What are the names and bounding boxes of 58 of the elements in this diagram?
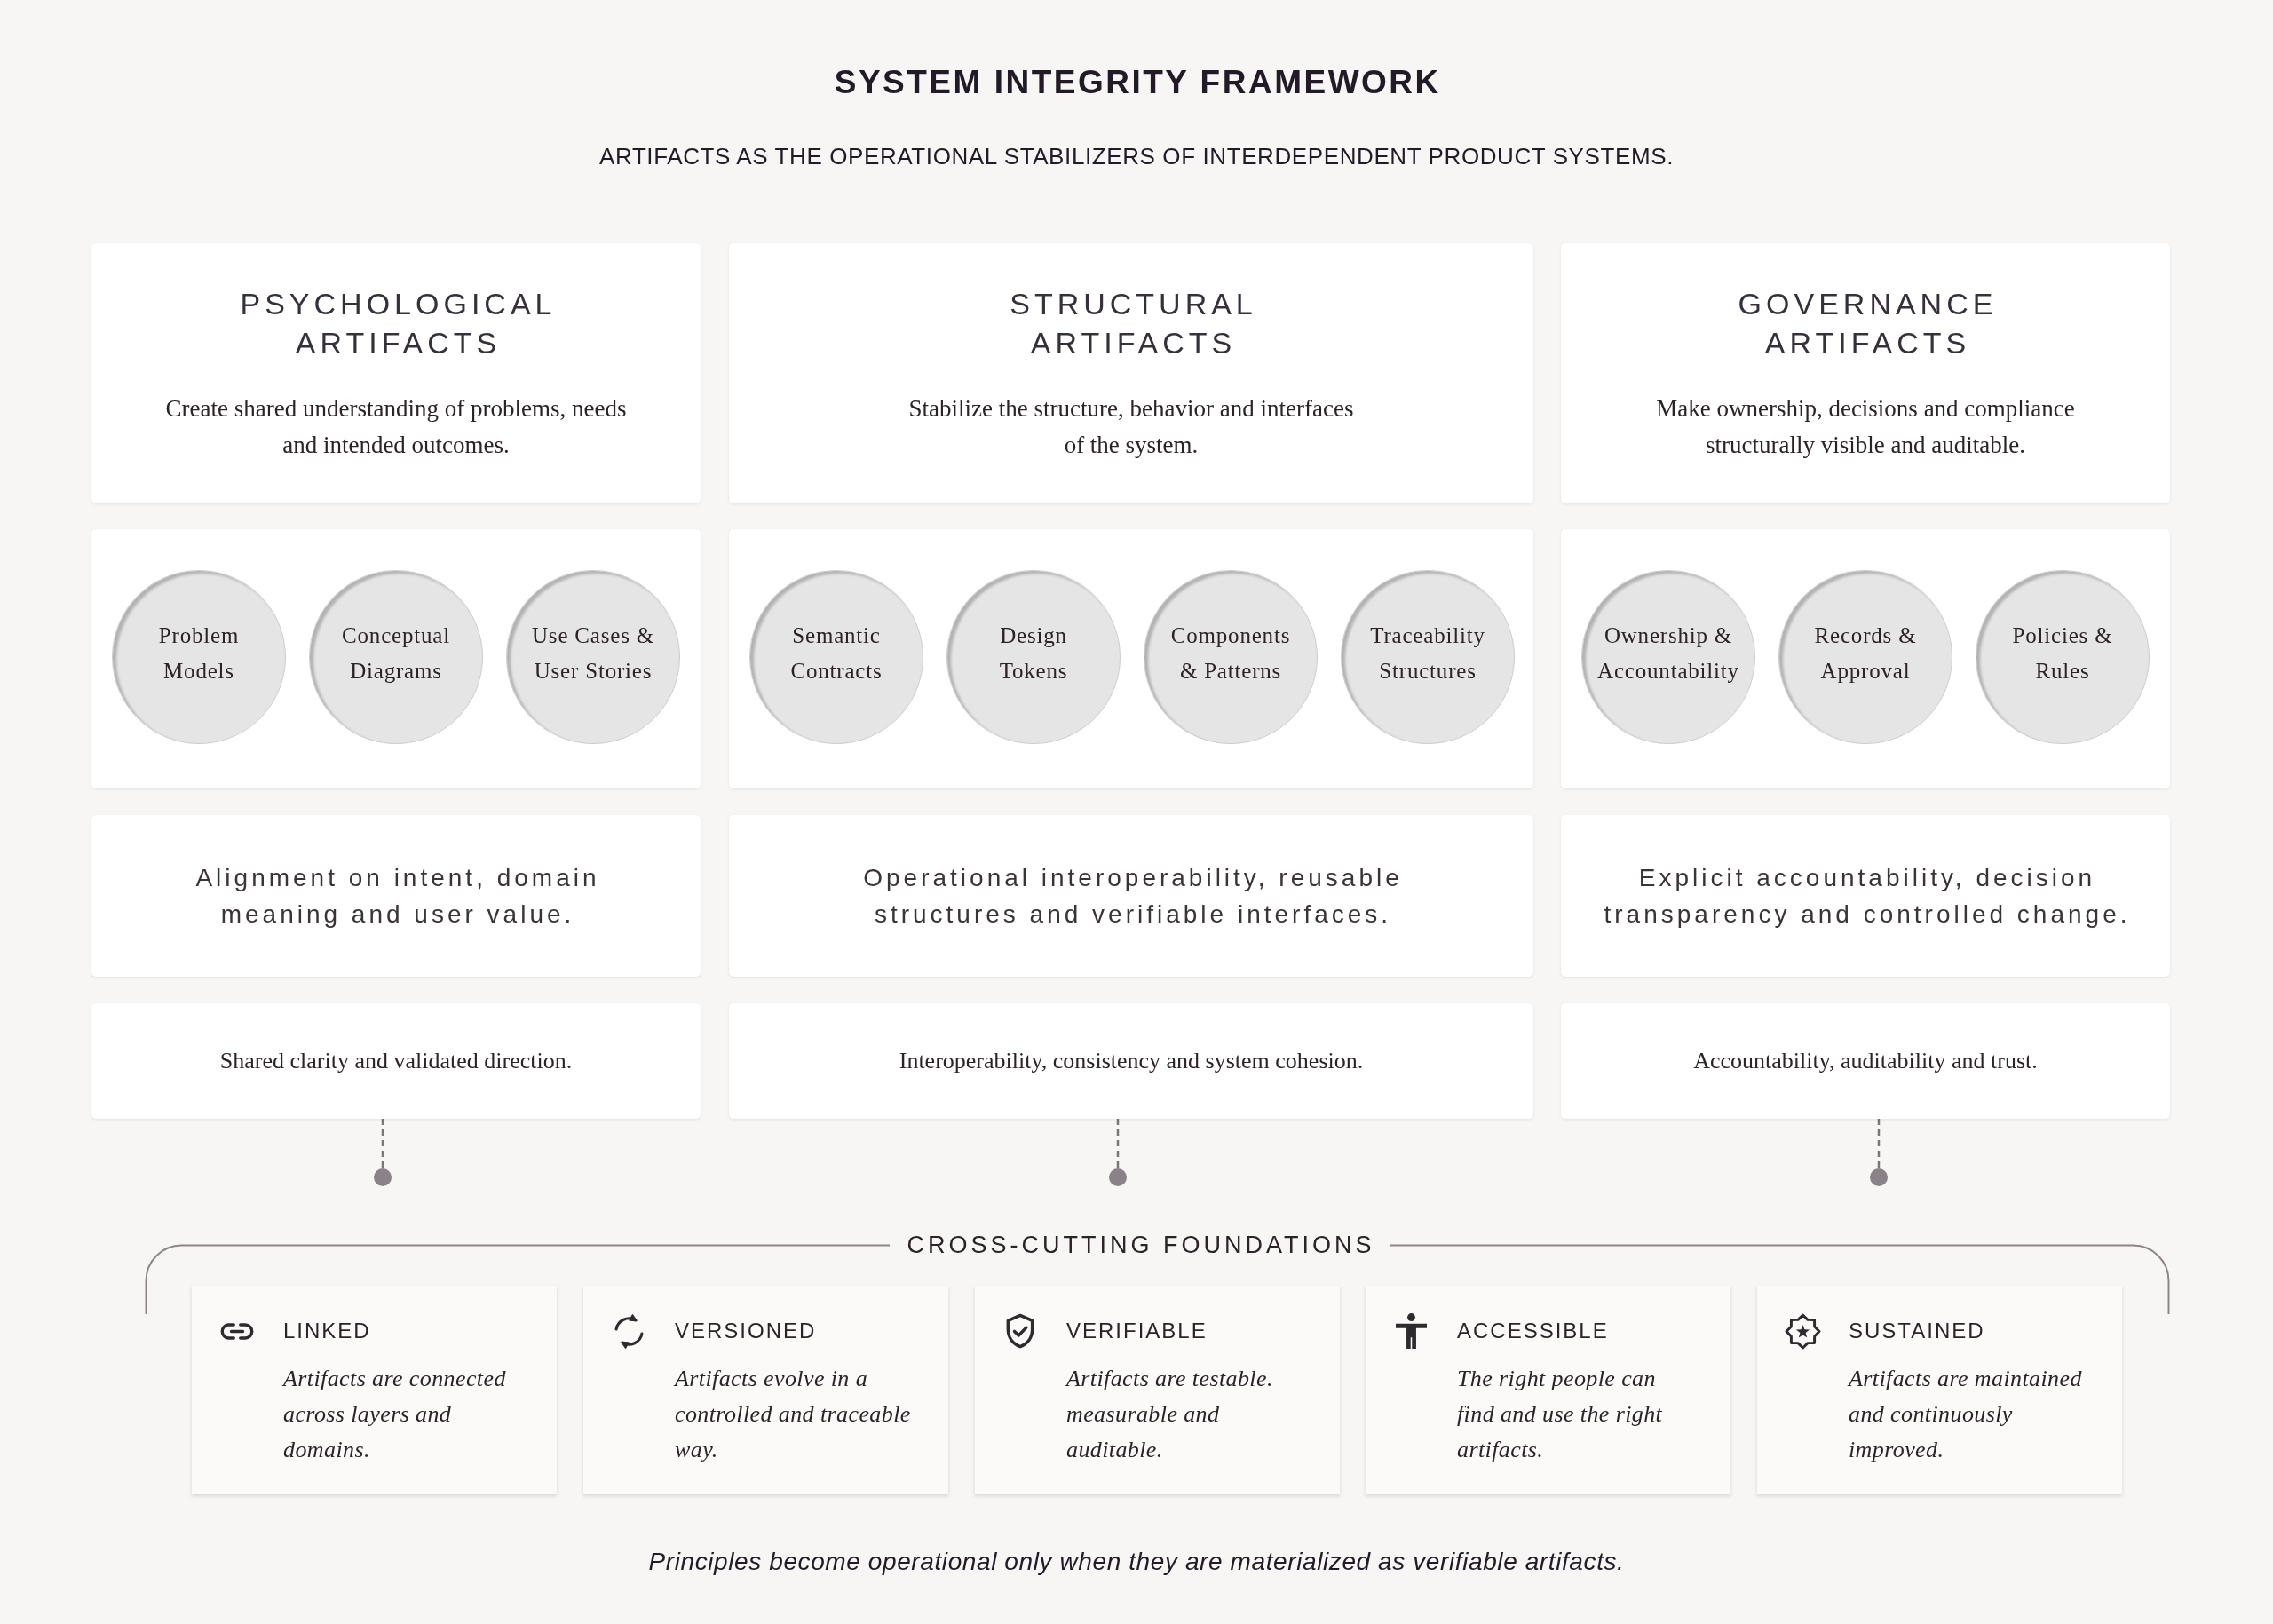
foundation-card xyxy=(975,1286,1340,1494)
artifact-name: Conceptual Diagrams xyxy=(341,622,451,685)
result-card xyxy=(91,1003,701,1119)
category-card xyxy=(91,243,701,503)
category-description: Create shared understanding of problems, needs and intended outcomes. xyxy=(165,393,627,460)
outcome-statement: Operational interoperability, reusable structures and verifiable interfaces. xyxy=(862,863,1404,930)
foundation-description: The right people can find and use the right artifacts. xyxy=(1457,1365,1664,1464)
foundation-description: Artifacts are testable. measurable and auditable. xyxy=(1066,1365,1274,1464)
category-card xyxy=(729,243,1533,503)
category-description: Make ownership, decisions and compliance structurally visible and auditable. xyxy=(1655,393,2076,460)
foundation-heading: LINKED xyxy=(283,1318,371,1344)
artifact-name: Ownership & Accountability xyxy=(1596,622,1740,685)
foundation-description: Artifacts are maintained and continuously improved. xyxy=(1849,1365,2083,1464)
outcome-card xyxy=(1561,815,2170,977)
outcome-card xyxy=(729,815,1533,977)
dashed-connector xyxy=(381,1119,384,1168)
result-statement: Interoperability, consistency and system cohesion. xyxy=(899,1047,1364,1075)
category-description: Stabilize the structure, behavior and interfaces of the system. xyxy=(908,393,1354,460)
foundation-card xyxy=(192,1286,557,1494)
dashed-connector xyxy=(1116,1119,1120,1168)
category-heading: GOVERNANCE ARTIFACTS xyxy=(1737,285,1998,361)
foundation-description: Artifacts evolve in a controlled and traceable way. xyxy=(675,1365,912,1464)
foundation-heading: VERIFIABLE xyxy=(1066,1318,1208,1344)
artifact-name: Problem Models xyxy=(158,622,240,685)
foundation-card xyxy=(1757,1286,2122,1494)
diagram-title: SYSTEM INTEGRITY FRAMEWORK xyxy=(833,63,1441,102)
outcome-statement: Alignment on intent, domain meaning and user value. xyxy=(194,863,601,930)
artifact-name: Semantic Contracts xyxy=(789,622,883,685)
foundation-card xyxy=(583,1286,948,1494)
category-heading: PSYCHOLOGICAL ARTIFACTS xyxy=(239,285,557,361)
artifact-name: Use Cases & User Stories xyxy=(531,622,655,685)
foundation-heading: ACCESSIBLE xyxy=(1457,1318,1609,1344)
outcome-statement: Explicit accountability, decision transparency and controlled change. xyxy=(1603,863,2131,930)
category-heading: STRUCTURAL ARTIFACTS xyxy=(1009,285,1258,361)
diagram-subtitle: ARTIFACTS AS THE OPERATIONAL STABILIZERS OF INTERDEPENDENT PRODUCT SYSTEMS. xyxy=(599,142,1674,171)
artifact-name: Design Tokens xyxy=(999,622,1068,685)
artifact-name: Policies & Rules xyxy=(2012,622,2113,685)
result-statement: Accountability, auditability and trust. xyxy=(1692,1047,2039,1075)
dot-icon xyxy=(1870,1168,1888,1186)
dot-icon xyxy=(374,1168,392,1186)
result-card xyxy=(729,1003,1533,1119)
dashed-connector xyxy=(1877,1119,1881,1168)
artifact-name: Records & Approval xyxy=(1814,622,1917,685)
dot-icon xyxy=(1109,1168,1127,1186)
artifact-panel xyxy=(1561,529,2170,788)
diagram-caption: Principles become operational only when they are materialized as verifiable artifacts. xyxy=(648,1547,1625,1577)
foundation-heading: VERSIONED xyxy=(675,1318,817,1344)
foundation-heading: SUSTAINED xyxy=(1849,1318,1985,1344)
artifact-name: Components & Patterns xyxy=(1170,622,1291,685)
result-statement: Shared clarity and validated direction. xyxy=(219,1047,573,1075)
category-card xyxy=(1561,243,2170,503)
artifact-panel xyxy=(91,529,701,788)
artifact-panel xyxy=(729,529,1533,788)
artifact-name: Traceability Structures xyxy=(1369,622,1486,685)
foundation-card xyxy=(1366,1286,1730,1494)
foundation-description: Artifacts are connected across layers and domains. xyxy=(283,1365,507,1464)
result-card xyxy=(1561,1003,2170,1119)
outcome-card xyxy=(91,815,701,977)
